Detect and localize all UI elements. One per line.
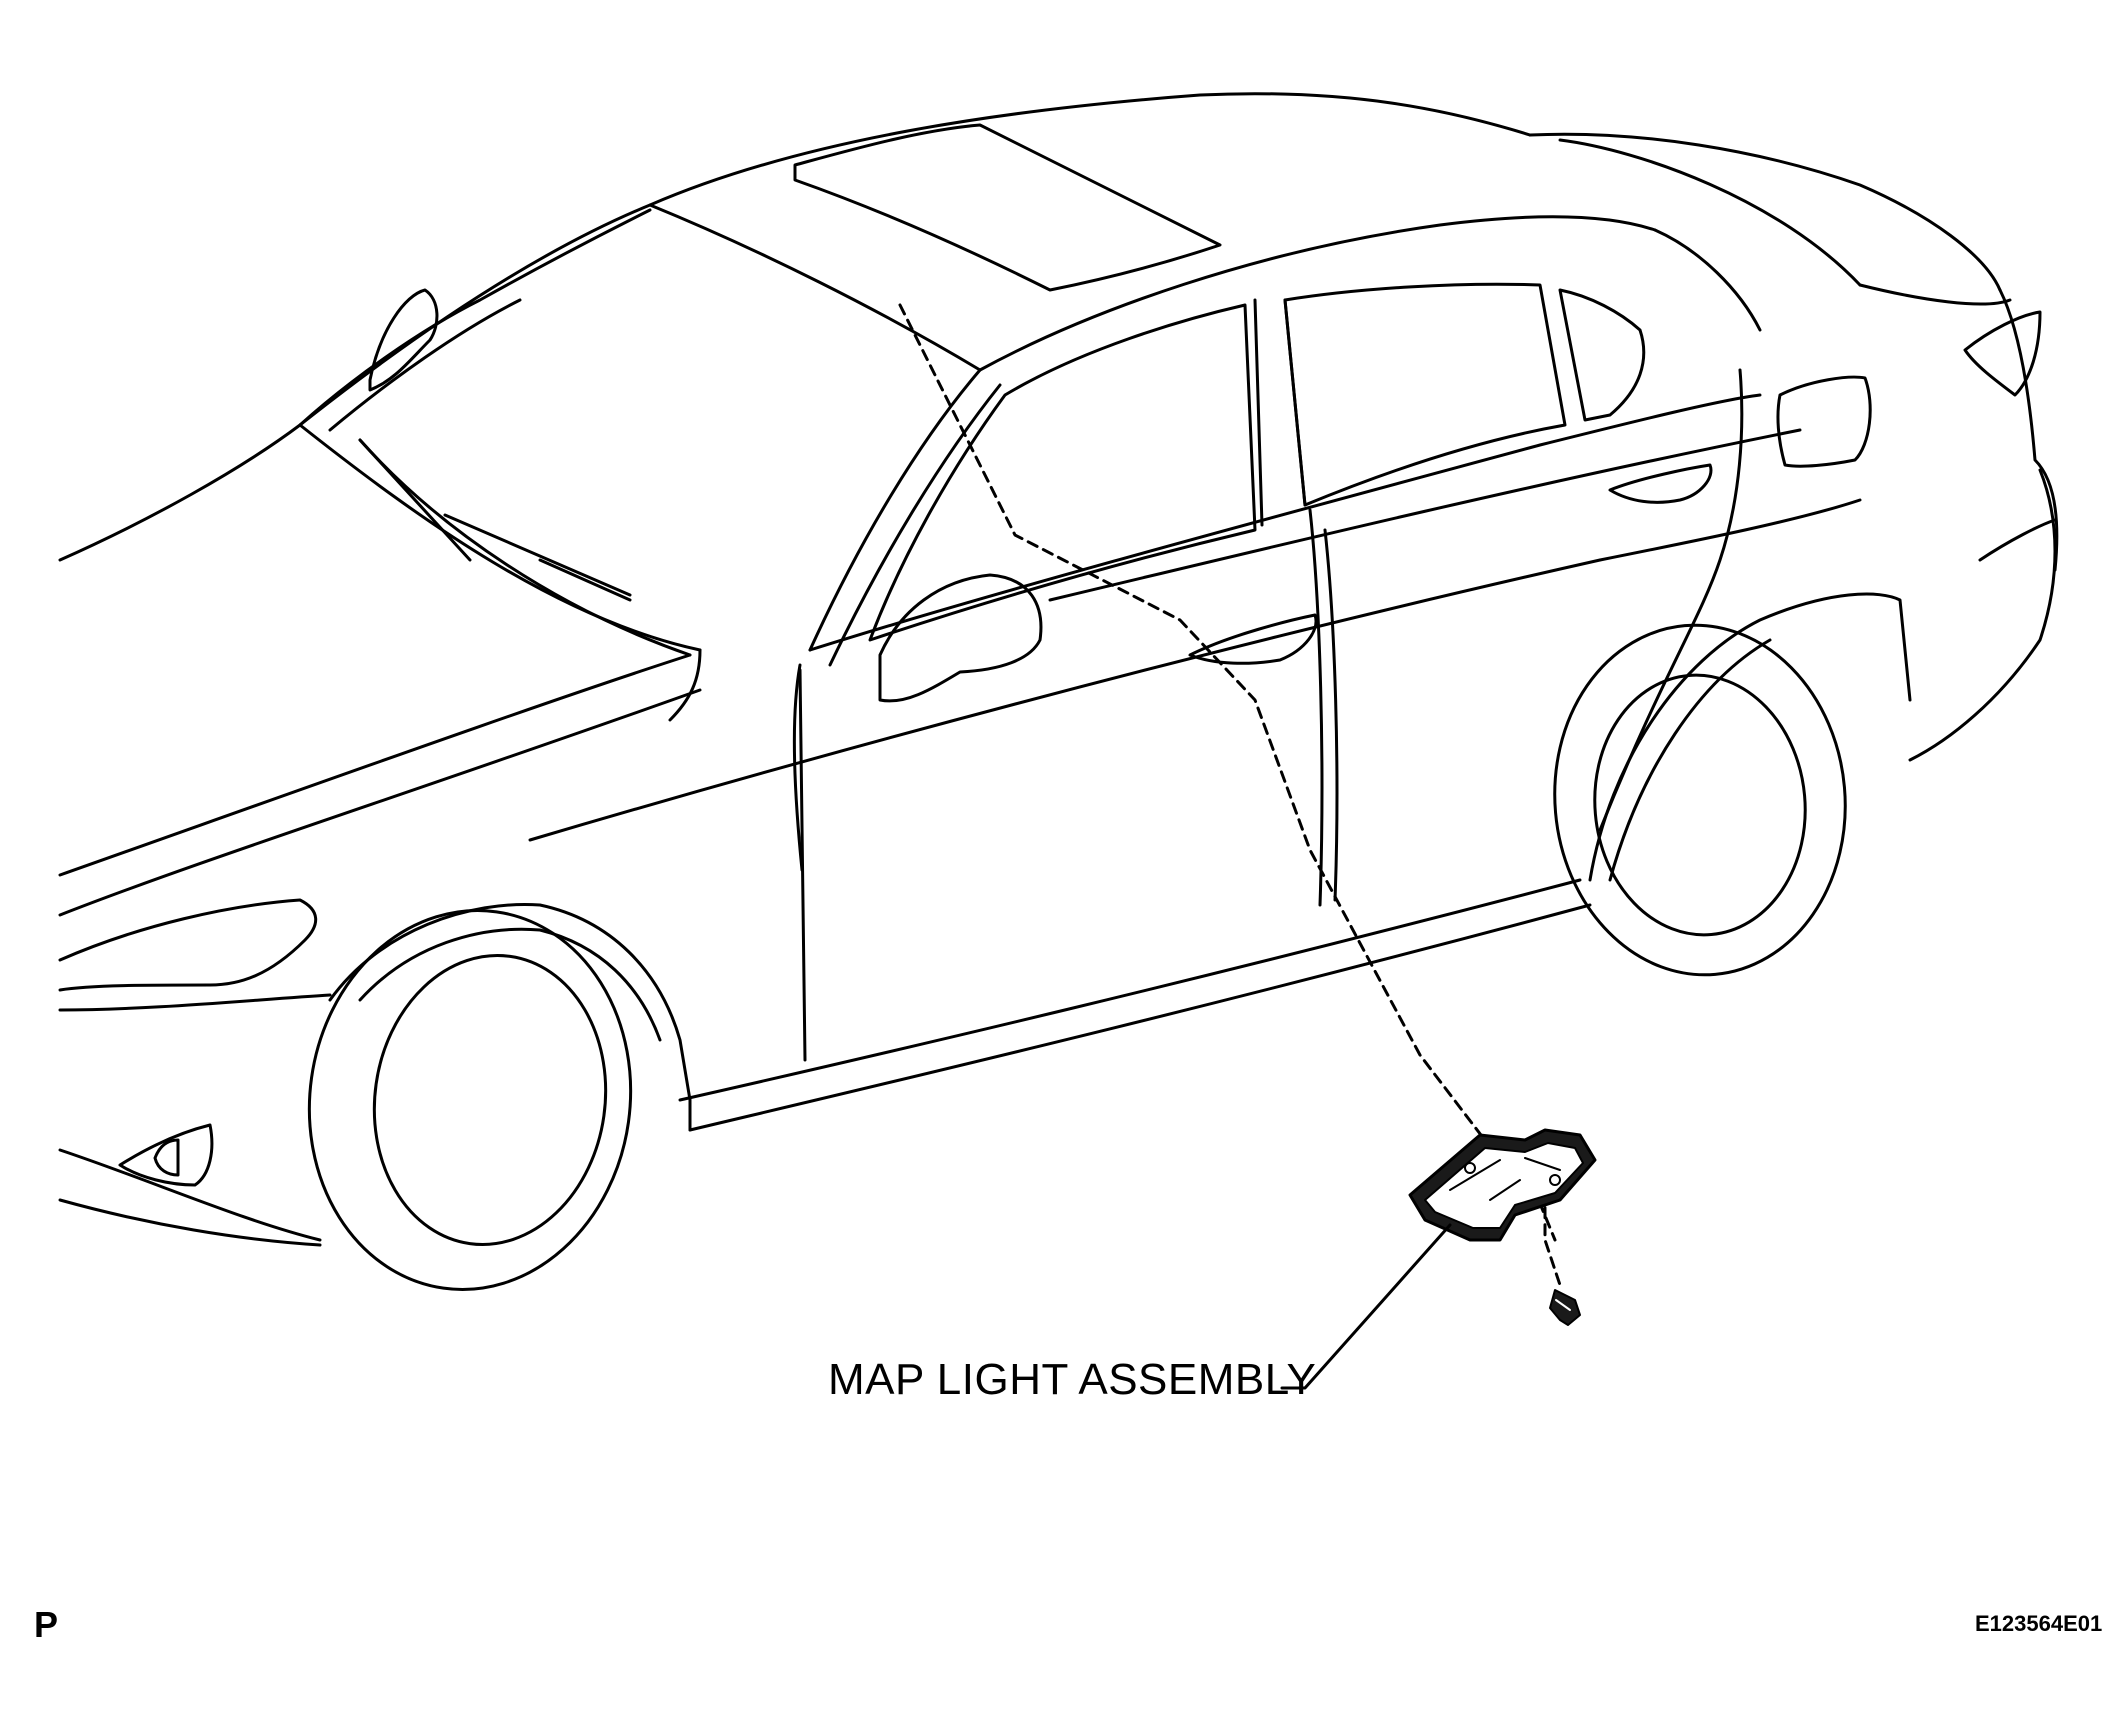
view-marker: P — [34, 1604, 59, 1645]
screw-icon — [1549, 1289, 1581, 1326]
leader-line — [1280, 1223, 1452, 1390]
removal-path — [898, 303, 1562, 1287]
illustration-code: E123564E01 — [1975, 1611, 2103, 1636]
vehicle-outline — [58, 92, 2059, 1291]
part-label: MAP LIGHT ASSEMBLY — [828, 1355, 1317, 1404]
map-light-assembly-icon — [1408, 1128, 1597, 1242]
